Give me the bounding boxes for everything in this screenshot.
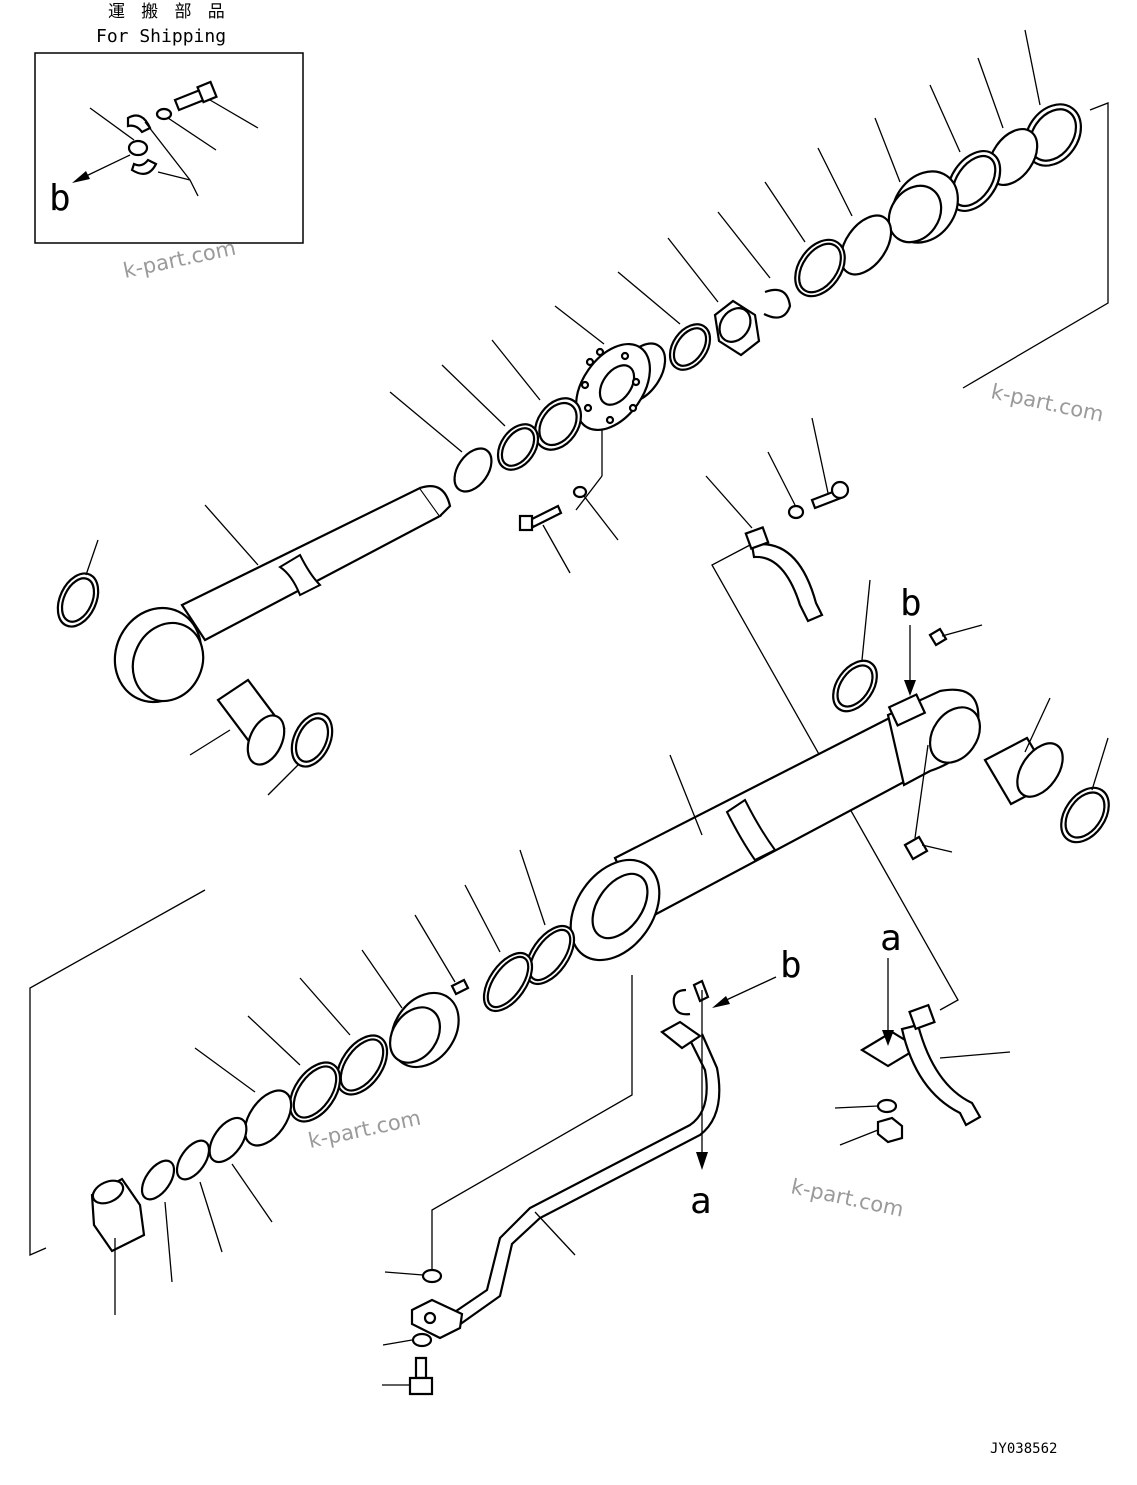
label-a-pipe: a <box>690 1181 712 1222</box>
shipping-title-en: For Shipping <box>96 26 226 47</box>
shipping-title-jp: 運 搬 部 品 <box>108 2 228 22</box>
shipping-parts: b <box>49 80 259 219</box>
watermark-4: k-part.com <box>789 1174 906 1221</box>
seal-ring-series-top <box>389 29 1109 574</box>
label-b-pipe: b <box>780 945 802 986</box>
drawing-number: JY038562 <box>990 1441 1057 1457</box>
for-shipping-box <box>34 52 304 244</box>
cylinder-tube: b <box>569 579 1110 962</box>
upper-clamp <box>705 417 959 1011</box>
watermark-2: k-part.com <box>989 379 1106 426</box>
label-a-clamp: a <box>880 918 902 959</box>
piston-rod <box>56 485 452 796</box>
seal-ring-series-bottom <box>29 849 576 1315</box>
label-b-tube: b <box>900 583 922 624</box>
label-b-shipping: b <box>49 178 71 219</box>
lower-clamp: a <box>834 918 1011 1146</box>
hydraulic-pipe: a b <box>382 945 802 1396</box>
